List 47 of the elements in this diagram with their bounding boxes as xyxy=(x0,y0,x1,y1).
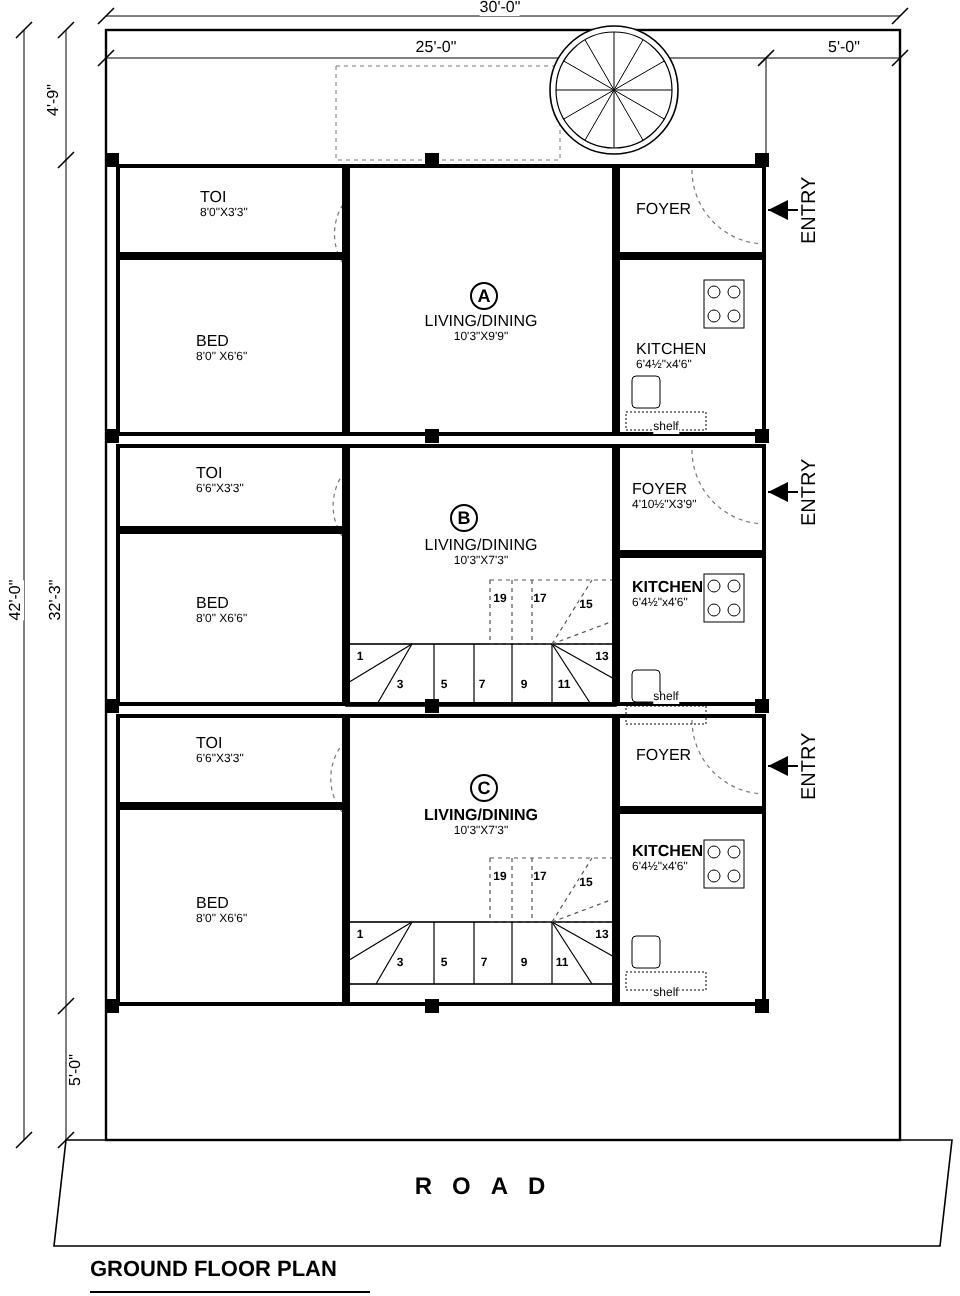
room xyxy=(116,714,346,806)
room-name: LIVING/DINING xyxy=(424,806,538,825)
room-name: TOI xyxy=(196,734,225,753)
room-name: LIVING/DINING xyxy=(424,312,538,331)
entry-arrow xyxy=(767,756,799,776)
room xyxy=(616,164,766,256)
room xyxy=(116,806,346,1006)
dimension-label: 25'-0" xyxy=(415,40,457,56)
room-name: KITCHEN xyxy=(636,340,707,359)
room-name: FOYER xyxy=(636,746,692,766)
room-name: FOYER xyxy=(636,200,692,220)
dimension-label: 42'-0" xyxy=(8,579,24,621)
entry-label: ENTRY xyxy=(798,170,824,250)
room xyxy=(616,444,766,554)
room-name: BED xyxy=(196,594,231,613)
entry-arrow xyxy=(767,482,799,502)
unit-marker: A xyxy=(470,282,498,310)
room xyxy=(346,164,616,436)
room-name: BED xyxy=(196,894,231,913)
room xyxy=(346,444,616,706)
dimension-label: 30'-0" xyxy=(479,0,521,16)
room-name: TOI xyxy=(196,464,225,483)
unit-marker: B xyxy=(450,504,478,532)
entry-label: ENTRY xyxy=(798,452,824,532)
dimension-label: 32'-3" xyxy=(48,579,64,621)
entry-label: ENTRY xyxy=(798,726,824,806)
room-name: FOYER xyxy=(632,480,690,499)
dimension-label: 5'-0" xyxy=(68,1054,84,1086)
room-name: BED xyxy=(196,332,231,351)
room xyxy=(616,554,766,706)
dimension-label: 5'-0" xyxy=(828,40,860,56)
entry-arrow xyxy=(767,200,799,220)
room xyxy=(616,714,766,810)
room xyxy=(116,256,346,436)
unit-marker: C xyxy=(470,774,498,802)
room-name: LIVING/DINING xyxy=(424,536,538,555)
plan-title: GROUND FLOOR PLAN xyxy=(90,1256,337,1286)
room xyxy=(116,444,346,530)
room-name: KITCHEN xyxy=(632,578,704,597)
room xyxy=(616,810,766,1006)
room xyxy=(116,530,346,706)
dimension-label: 4'-9" xyxy=(46,84,62,116)
room xyxy=(616,256,766,436)
room-name: KITCHEN xyxy=(632,842,704,861)
room-name: TOI xyxy=(200,188,229,207)
room xyxy=(116,164,346,256)
room xyxy=(346,714,616,1006)
